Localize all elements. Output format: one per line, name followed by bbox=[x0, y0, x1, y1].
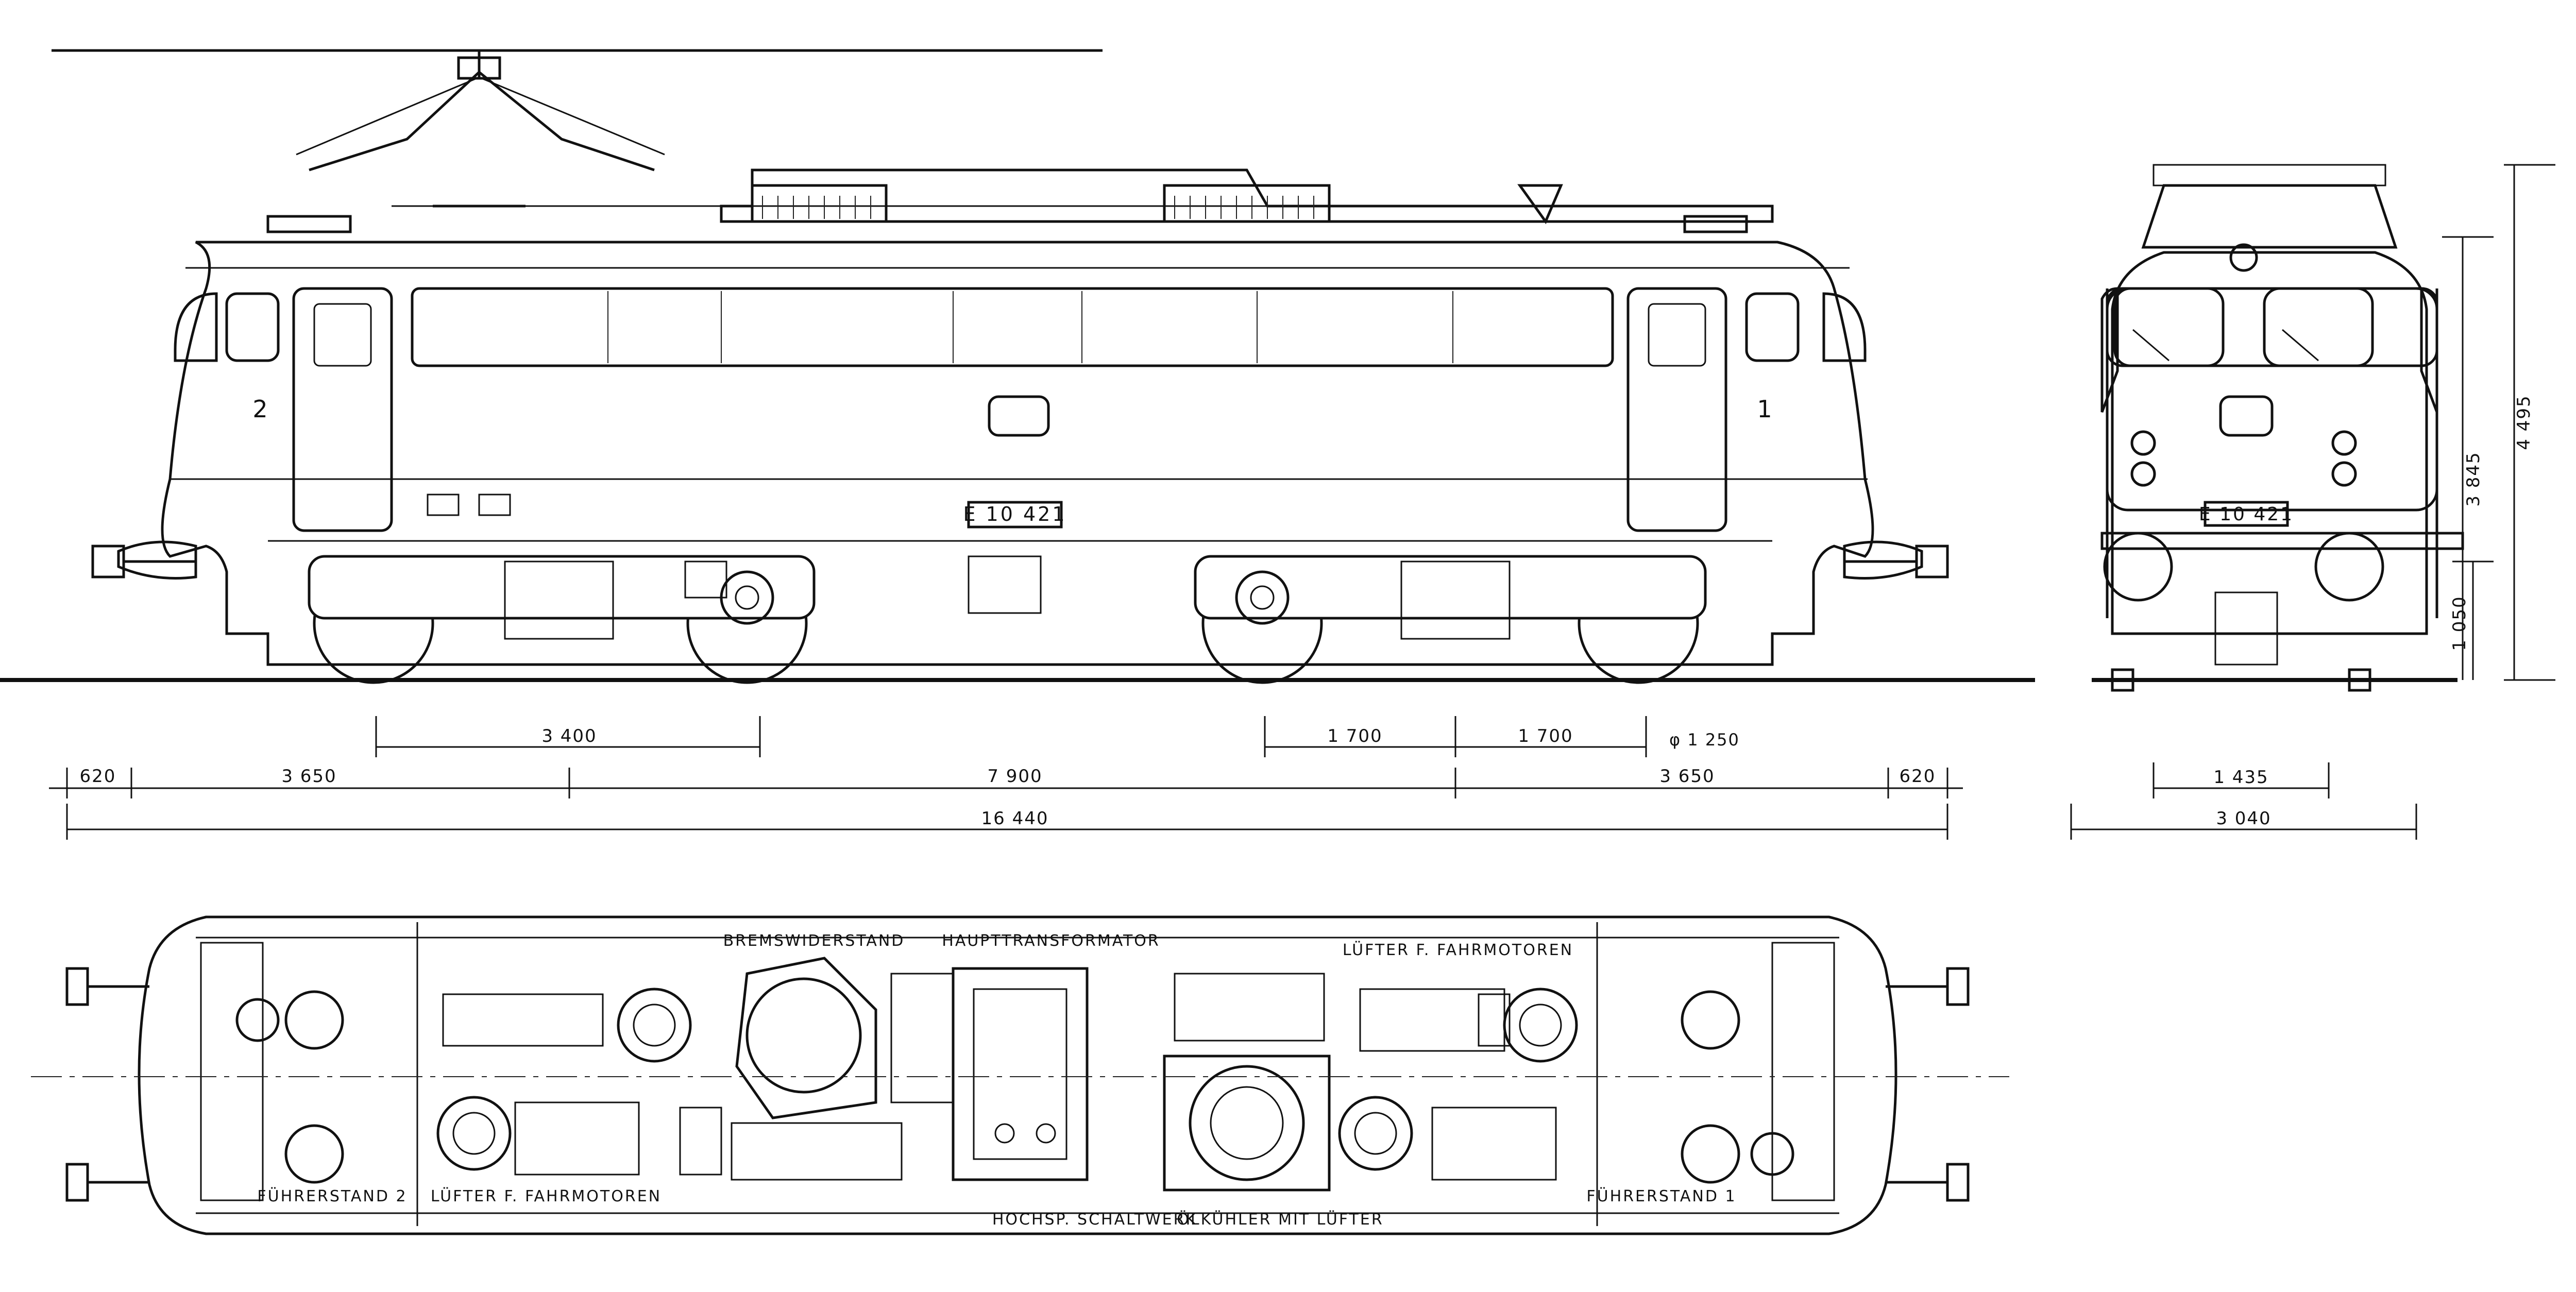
louvre-slats bbox=[607, 291, 1453, 363]
plan-body-outline bbox=[138, 915, 1897, 1235]
front-buffer-left bbox=[2103, 532, 2173, 602]
label-haupttransformator: HAUPTTRANSFORMATOR bbox=[942, 932, 1160, 950]
cab-doors bbox=[292, 287, 1727, 532]
front-window-right bbox=[2263, 287, 2374, 367]
label-luefter-left: LÜFTER F. FAHRMOTOREN bbox=[431, 1187, 662, 1205]
dim-overhang-right: 620 bbox=[1900, 766, 1936, 787]
number-plate bbox=[967, 501, 1063, 529]
front-window-left bbox=[2113, 287, 2225, 367]
machinery-blocks bbox=[442, 957, 1557, 1192]
cab-console-left bbox=[200, 942, 264, 1201]
buffers bbox=[91, 540, 1949, 580]
roof-equipment bbox=[266, 168, 1774, 233]
dim-total-height: 4 495 bbox=[2514, 395, 2534, 450]
label-bremswiderstand: BREMSWIDERSTAND bbox=[723, 932, 905, 950]
bogie-right bbox=[968, 555, 1707, 684]
label-fuehrerstand-2: FÜHRERSTAND 2 bbox=[257, 1187, 407, 1205]
dim-end-bogie-right: 3 650 bbox=[1659, 766, 1715, 787]
roof-louvres bbox=[762, 196, 1314, 219]
cab-number-right: 1 bbox=[1757, 395, 1772, 423]
plan-buffers bbox=[65, 967, 1970, 1202]
oil-cooler bbox=[1163, 1055, 1331, 1192]
dim-bogie-wheelbase: 3 400 bbox=[541, 726, 597, 746]
front-dimensions: 1 435 3 040 4 495 3 845 1 050 bbox=[2070, 164, 2555, 840]
dim-buffer-height: 1 050 bbox=[2449, 596, 2470, 651]
cab-windows bbox=[174, 292, 1867, 362]
front-number-plate bbox=[2204, 501, 2289, 527]
cab-console-right bbox=[1771, 942, 1835, 1201]
label-luefter-right: LÜFTER F. FAHRMOTOREN bbox=[1343, 941, 1573, 959]
dim-overhang-left: 620 bbox=[80, 766, 116, 787]
front-buffer-right bbox=[2314, 532, 2384, 602]
label-hochspannung: HOCHSP. SCHALTWERK bbox=[992, 1211, 1197, 1229]
wheel-diameter-label: φ 1 250 bbox=[1669, 730, 1740, 750]
blowers bbox=[436, 988, 1578, 1171]
side-dimensions: 3 400 1 700 1 700 620 3 650 7 900 3 650 … bbox=[49, 716, 1963, 840]
dim-half-right: 1 700 bbox=[1518, 726, 1573, 746]
dim-gauge: 1 435 bbox=[2213, 767, 2268, 788]
plan-view: BREMSWIDERSTAND HAUPTTRANSFORMATOR LÜFTE… bbox=[31, 915, 2009, 1235]
front-number-plate-text: E 10 421 bbox=[2199, 504, 2294, 525]
dim-roof-height: 3 845 bbox=[2463, 451, 2484, 506]
label-oelkuehler: ÖLKÜHLER MIT LÜFTER bbox=[1177, 1210, 1383, 1229]
loco-body bbox=[161, 241, 1874, 666]
side-louvres bbox=[411, 287, 1614, 367]
traction-motors bbox=[235, 990, 1794, 1184]
bogie-left bbox=[308, 555, 816, 684]
number-plate-text: E 10 421 bbox=[963, 503, 1066, 525]
front-elevation: E 10 421 bbox=[2092, 164, 2464, 692]
dim-length-over-buffers: 16 440 bbox=[981, 808, 1049, 829]
dim-bogie-centres: 7 900 bbox=[987, 766, 1042, 787]
dim-half-left: 1 700 bbox=[1327, 726, 1382, 746]
side-access-hatch bbox=[988, 395, 1050, 437]
brake-resistor bbox=[745, 977, 862, 1094]
dim-width: 3 040 bbox=[2216, 808, 2271, 829]
hv-switchgear bbox=[952, 967, 1089, 1181]
label-fuehrerstand-1: FÜHRERSTAND 1 bbox=[1586, 1187, 1736, 1205]
pantograph bbox=[296, 50, 665, 208]
cab-number-left: 2 bbox=[252, 395, 267, 423]
side-elevation: E 10 421 2 1 bbox=[0, 49, 2035, 750]
dim-end-bogie-left: 3 650 bbox=[281, 766, 336, 787]
front-window-frame bbox=[2106, 287, 2438, 367]
